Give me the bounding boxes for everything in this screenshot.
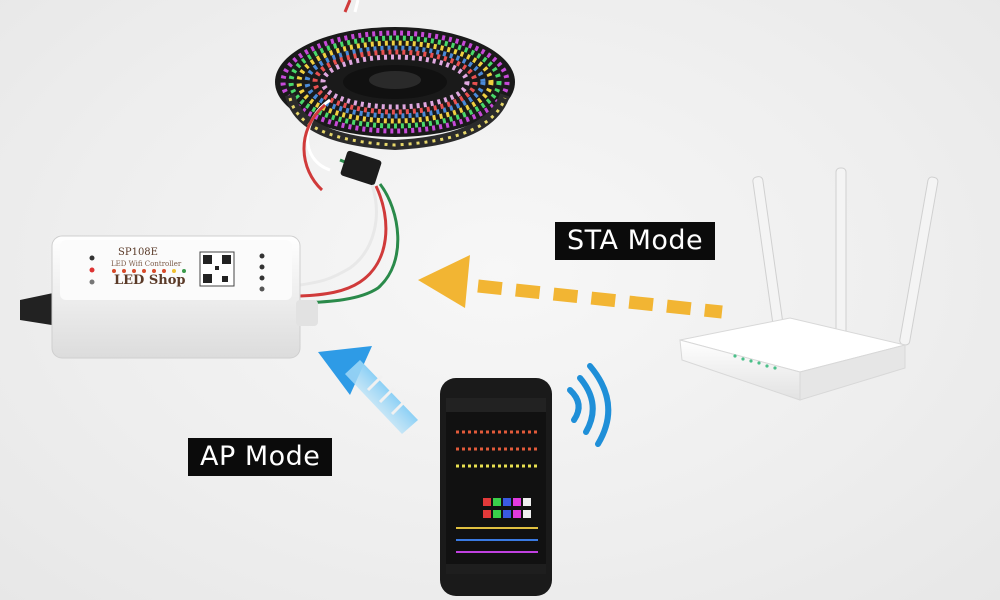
color-swatches — [483, 498, 531, 518]
controller-subtitle-text: LED Wifi Controller — [111, 260, 182, 268]
ap-mode-label: AP Mode — [188, 438, 333, 476]
ap-arrow — [318, 346, 418, 434]
sta-mode-label: STA Mode — [555, 222, 716, 260]
wifi-controller-box — [20, 235, 318, 359]
sta-arrow — [418, 255, 723, 319]
controller-model-text: SP108E — [118, 247, 158, 258]
wifi-router-icon — [679, 167, 939, 401]
strip-cables — [299, 0, 400, 305]
led-strip-reel-icon — [275, 27, 515, 151]
controller-brand-text: LED Shop — [114, 273, 186, 288]
wifi-signal-icon — [567, 363, 612, 447]
color-rows — [456, 430, 540, 468]
smartphone-icon — [440, 378, 552, 596]
